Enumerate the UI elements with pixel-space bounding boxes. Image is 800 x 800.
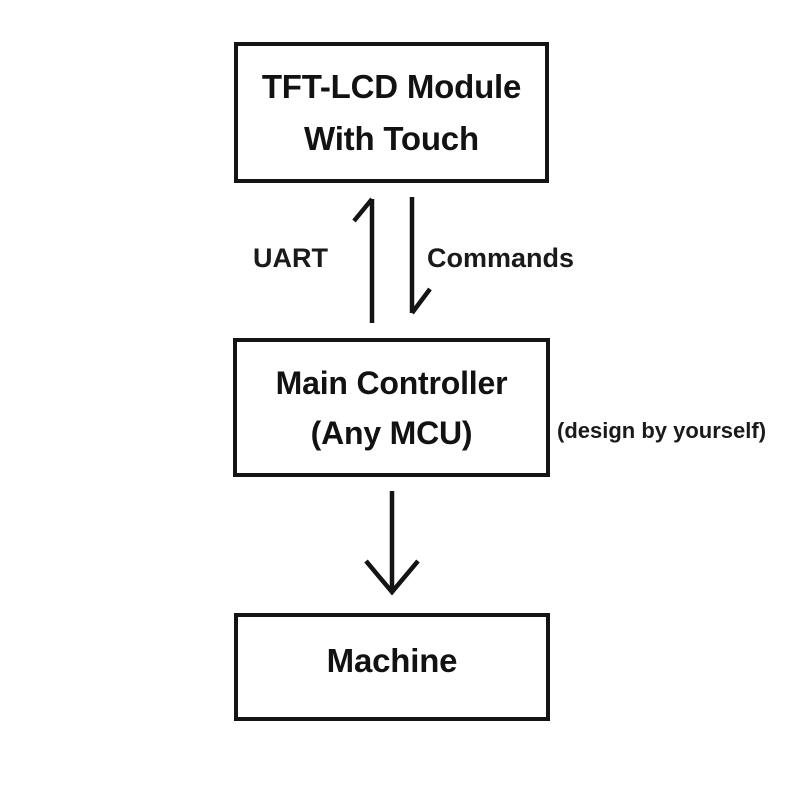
edge-label-commands: Commands	[427, 243, 575, 273]
node-tft-lcd-module-line2: With Touch	[304, 119, 479, 157]
edge-mcu-to-machine-arrow	[364, 491, 420, 596]
node-tft-lcd-module-line1: TFT-LCD Module	[261, 67, 522, 105]
node-machine[interactable]: Machine	[234, 613, 550, 721]
node-main-controller-line1: Main Controller	[275, 364, 508, 401]
edge-uart-arrowhead	[352, 197, 374, 223]
edge-commands-arrowhead	[410, 287, 432, 315]
edge-label-uart: UART	[253, 243, 328, 273]
node-machine-line1: Machine	[326, 642, 458, 679]
edge-mcu-to-machine-arrowhead	[364, 559, 420, 596]
node-main-controller-line2: (Any MCU)	[310, 414, 473, 451]
edge-commands-arrow	[409, 197, 432, 315]
node-main-controller[interactable]: Main Controller (Any MCU)	[233, 338, 550, 477]
node-tft-lcd-module[interactable]: TFT-LCD Module With Touch	[234, 42, 549, 183]
edge-uart-arrow	[352, 197, 375, 323]
annotation-design-by-yourself: (design by yourself)	[557, 418, 767, 443]
